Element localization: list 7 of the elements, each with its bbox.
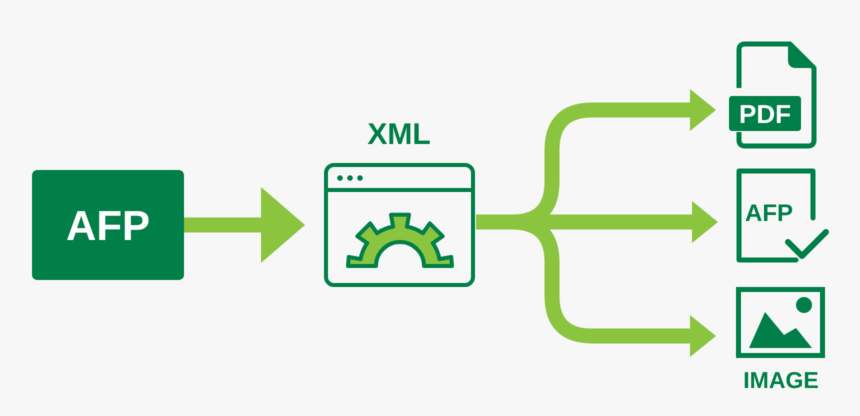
file-type-label: PDF [738,101,792,127]
heading: XML [366,120,432,150]
box-label: AFP [65,205,151,247]
arrow [184,187,305,263]
file-type-label: AFP [744,202,794,226]
node-label: IMAGE [742,369,820,392]
source-box [32,170,184,280]
